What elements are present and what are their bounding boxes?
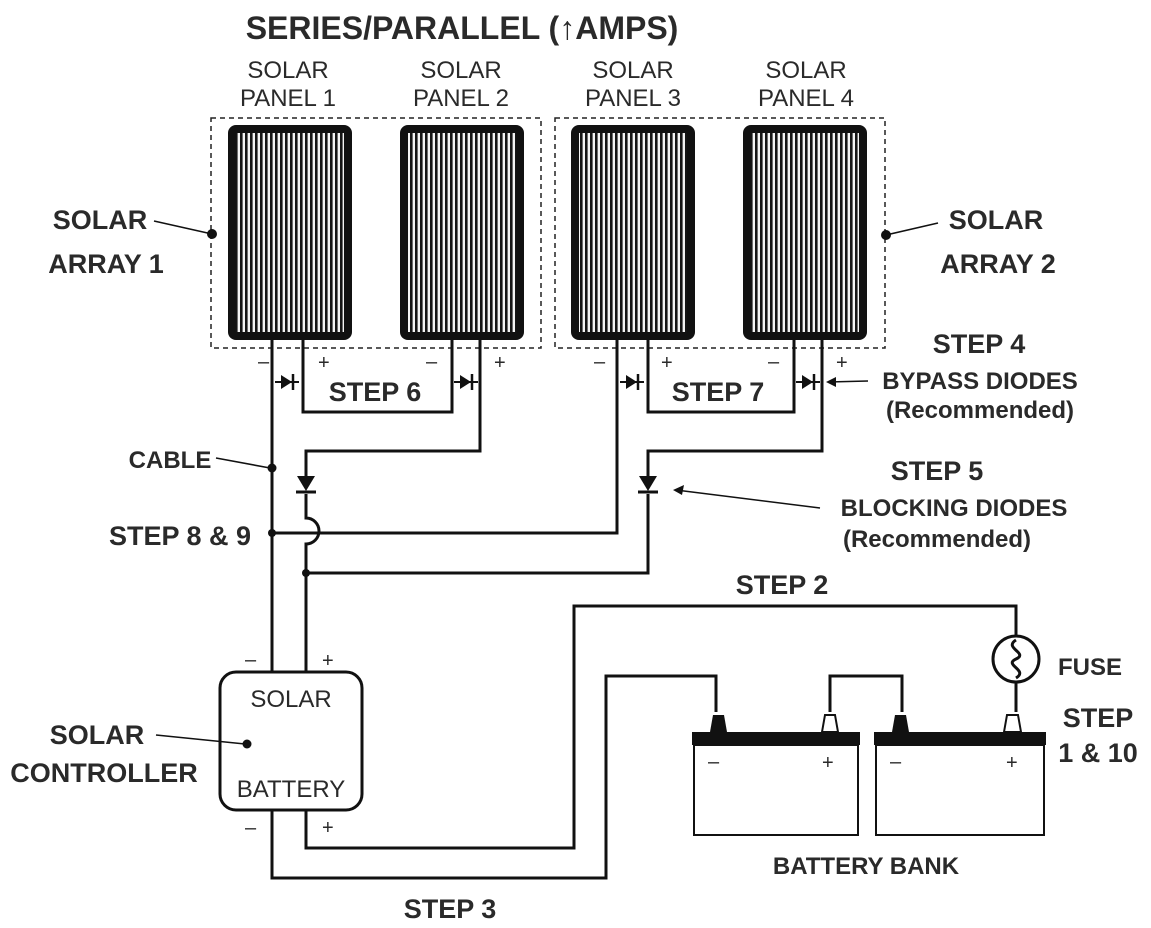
step-4-arrowhead — [826, 377, 836, 387]
step-4-line2: (Recommended) — [886, 397, 1074, 424]
blocking-diode-1 — [296, 476, 316, 494]
cable-leader — [215, 457, 271, 469]
solar-array-2-label-line2: ARRAY 2 — [940, 249, 1056, 279]
panel-2-label-line1: SOLAR — [420, 57, 501, 84]
controller-bottom-plus-sign: + — [322, 817, 334, 839]
solar-controller-leader — [155, 734, 246, 745]
controller-bottom-minus-sign: – — [245, 817, 257, 839]
panel-1-plus-sign: + — [318, 352, 330, 374]
panel-1-minus-sign: – — [258, 351, 270, 373]
step-1-10-line1: STEP — [1063, 703, 1134, 733]
panel-4-label-line2: PANEL 4 — [758, 85, 854, 112]
panel-3-label-line2: PANEL 3 — [585, 85, 681, 112]
step-4-title: STEP 4 — [933, 329, 1026, 359]
battery-2-plus-sign: + — [1006, 752, 1018, 774]
panel-1-label-line1: SOLAR — [247, 57, 328, 84]
solar-panel-1 — [228, 125, 352, 340]
step-5-arrowhead — [673, 485, 684, 495]
step-8-9-junction-dot — [268, 529, 276, 537]
positive-junction-dot — [302, 569, 310, 577]
panel-3-plus-sign: + — [661, 352, 673, 374]
solar-array-1-box — [210, 117, 542, 349]
controller-solar-label: SOLAR — [250, 686, 331, 713]
battery-1-plus-sign: + — [822, 752, 834, 774]
solar-array-2-label-line1: SOLAR — [949, 205, 1044, 235]
step-1-10-line2: 1 & 10 — [1058, 738, 1138, 768]
solar-panel-3 — [571, 125, 695, 340]
panel-4-plus-sign: + — [836, 352, 848, 374]
step-5-title: STEP 5 — [891, 456, 984, 486]
step-4-line1: BYPASS DIODES — [882, 368, 1078, 395]
solar-array-1-label-line1: SOLAR — [53, 205, 148, 235]
panel-2-label-line2: PANEL 2 — [413, 85, 509, 112]
controller-top-plus-sign: + — [322, 650, 334, 672]
panel-1-label-line2: PANEL 1 — [240, 85, 336, 112]
solar-controller-label-line1: SOLAR — [50, 720, 145, 750]
diagram-title: SERIES/PARALLEL (↑AMPS) — [246, 10, 679, 46]
solar-panel-2 — [400, 125, 524, 340]
battery-1-minus-sign: – — [708, 751, 720, 773]
step-5-leader — [675, 489, 821, 509]
cable-label: CABLE — [129, 447, 212, 474]
bypass-diode-1 — [275, 374, 299, 390]
solar-controller-label-line2: CONTROLLER — [10, 758, 197, 788]
panel-3-label-line1: SOLAR — [592, 57, 673, 84]
array-1-positive-cable — [304, 340, 482, 476]
controller-dot — [242, 739, 252, 749]
array-2-positive-return — [306, 494, 650, 575]
bypass-diode-4 — [796, 374, 820, 390]
controller-battery-label: BATTERY — [237, 776, 345, 803]
panel-2-minus-sign: – — [426, 351, 438, 373]
array-2-positive-cable — [646, 340, 824, 476]
panel-3-minus-sign: – — [594, 351, 606, 373]
solar-array-2-leader — [885, 222, 939, 236]
step-2-label: STEP 2 — [736, 570, 829, 600]
battery-bank-label: BATTERY BANK — [773, 853, 960, 880]
solar-array-1-label-line2: ARRAY 1 — [48, 249, 164, 279]
battery-2-minus-sign: – — [890, 751, 902, 773]
solar-array-1-leader — [153, 220, 213, 235]
battery-2: – + — [874, 714, 1046, 836]
panel-4-label-line1: SOLAR — [765, 57, 846, 84]
panel-terminal-signs: – + – + – + – + — [258, 351, 848, 374]
cable-junction-dot — [267, 463, 277, 473]
bypass-diode-3 — [620, 374, 644, 390]
battery-1: – + — [692, 714, 860, 836]
step-3-negative-cable — [270, 674, 718, 880]
step-5-line1: BLOCKING DIODES — [841, 495, 1068, 522]
fuse-label: FUSE — [1058, 654, 1122, 681]
panel-labels: SOLAR PANEL 1 SOLAR PANEL 2 SOLAR PANEL … — [240, 57, 854, 112]
battery-series-link — [828, 674, 904, 712]
step-3-label: STEP 3 — [404, 894, 497, 924]
step-6-label: STEP 6 — [329, 377, 422, 407]
step-7-series-link — [646, 340, 796, 414]
fuse-icon — [991, 634, 1041, 684]
solar-array-2-dot — [881, 230, 891, 240]
controller-top-minus-sign: – — [245, 649, 257, 671]
panel-4-minus-sign: – — [768, 351, 780, 373]
solar-panel-4 — [743, 125, 867, 340]
step-6-series-link — [301, 340, 454, 414]
array-2-negative-cable — [272, 340, 619, 535]
bypass-diode-2 — [454, 374, 478, 390]
step-5-line2: (Recommended) — [843, 526, 1031, 553]
controller-positive-cable — [304, 494, 321, 672]
step-8-9-label: STEP 8 & 9 — [109, 521, 251, 551]
step-7-label: STEP 7 — [672, 377, 765, 407]
panel-2-plus-sign: + — [494, 352, 506, 374]
solar-array-1-dot — [207, 229, 217, 239]
step-2-positive-cable — [304, 604, 1018, 850]
blocking-diode-2 — [638, 476, 658, 494]
